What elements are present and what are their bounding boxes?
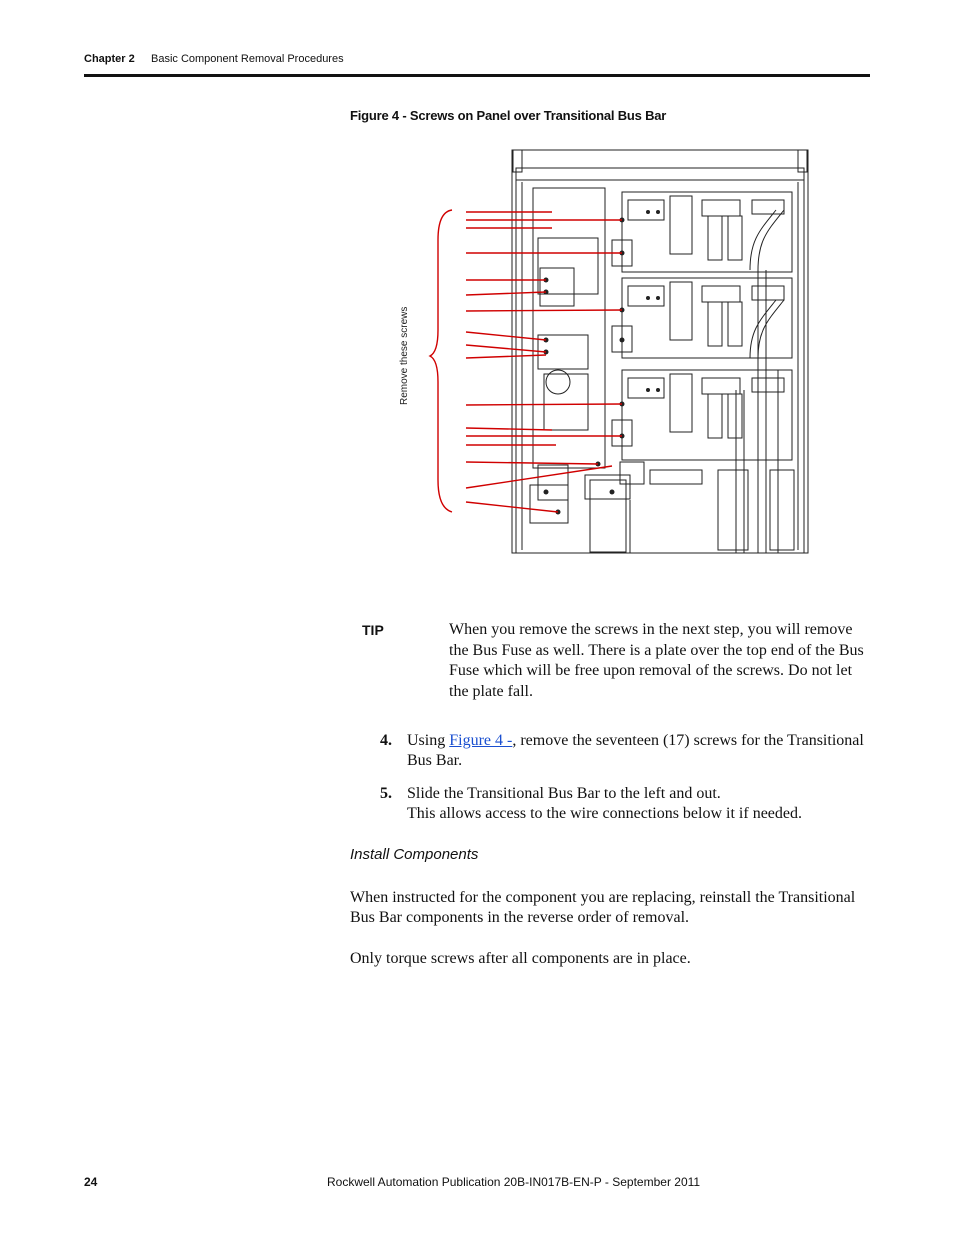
step-line: This allows access to the wire connectio… bbox=[407, 805, 802, 822]
power-module-2 bbox=[621, 277, 793, 359]
step-text-suffix: , remove the seventeen (17) screws for t… bbox=[407, 732, 864, 769]
install-paragraph: When instructed for the component you ar… bbox=[350, 889, 856, 926]
step-text-prefix: Using bbox=[407, 732, 450, 749]
figure-caption: Figure 4 - Screws on Panel over Transiti… bbox=[350, 108, 667, 123]
step-number: 5. bbox=[380, 785, 392, 802]
tip-text: When you remove the screws in the next s… bbox=[449, 621, 864, 700]
tip-label: TIP bbox=[362, 622, 384, 638]
publication-info: Rockwell Automation Publication 20B-IN01… bbox=[327, 1175, 701, 1189]
power-module-3 bbox=[621, 369, 793, 461]
header-rule bbox=[84, 74, 870, 77]
callout-label: Remove these screws bbox=[399, 307, 410, 405]
section-heading: Install Components bbox=[350, 846, 479, 863]
torque-paragraph: Only torque screws after all components … bbox=[350, 950, 691, 967]
chapter-label: Chapter 2 bbox=[84, 53, 135, 65]
step-number: 4. bbox=[380, 732, 392, 749]
figure-4-link[interactable]: Figure 4 - bbox=[449, 732, 513, 749]
step-line: Slide the Transitional Bus Bar to the le… bbox=[407, 785, 721, 802]
step-4: 4. Using Figure 4 -, remove the seventee… bbox=[380, 731, 870, 773]
transitional-bus-bar-panel bbox=[532, 187, 606, 469]
page-number: 24 bbox=[84, 1175, 98, 1189]
power-module-1 bbox=[621, 191, 793, 273]
step-5: 5. Slide the Transitional Bus Bar to the… bbox=[380, 784, 870, 826]
cabinet-outline bbox=[511, 149, 809, 554]
step-body: Slide the Transitional Bus Bar to the le… bbox=[407, 784, 867, 824]
step-body: Using Figure 4 -, remove the seventeen (… bbox=[407, 731, 867, 771]
figure-drawing: Remove these screws bbox=[380, 140, 820, 560]
chapter-title: Basic Component Removal Procedures bbox=[151, 53, 344, 65]
callout-brace bbox=[428, 209, 453, 513]
